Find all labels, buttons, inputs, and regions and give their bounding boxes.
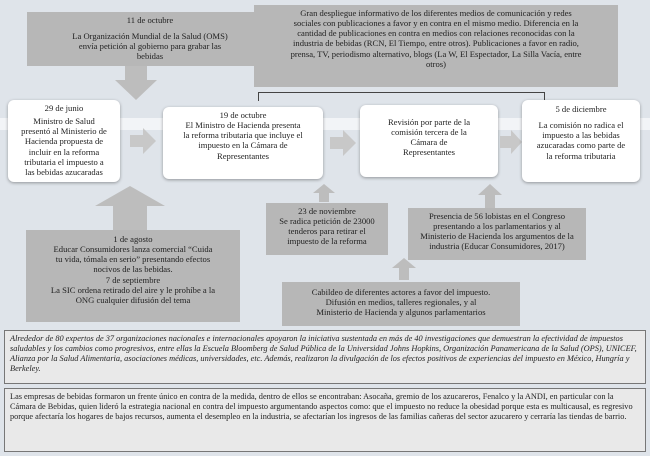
media-box: Gran despliegue informativo de los difer… [254,5,618,87]
cabildeo-line-1: Cabildeo de diferentes actores a favor d… [311,287,491,297]
arrow-up-nov23 [313,184,335,202]
aug-line-3: tu vida, tómala en serio” presentando ef… [55,254,211,265]
june-line-4: incluir en la reforma [28,146,100,157]
arrow-down-oms [115,66,157,100]
june-box: 29 de junio Ministro de Salud presentó a… [8,100,120,182]
media-line-4: industria de bebidas (RCN, El Tiempo, en… [293,38,579,49]
revision-line-2: comisión tercera de la [391,127,467,138]
oct19-line-4: Representantes [216,150,270,161]
nov23-box: 23 de noviembre Se radica petición de 23… [266,203,388,255]
nov23-line-1: Se radica petición de 23000 [279,216,375,227]
oct19-box: 19 de octubre El Ministro de Hacienda pr… [163,107,323,179]
dec5-box: 5 de diciembre La comisión no radica el … [522,100,640,182]
aug-box: 1 de agosto Educar Consumidores lanza co… [26,230,240,322]
aug-line-5: 7 de septiembre [105,274,161,285]
media-bracket [258,92,545,101]
june-line-6: las bebidas azucaradas [25,166,103,177]
arrow-up-cabildeo [392,258,416,280]
nov23-line-2: tenderos para retirar el [288,226,366,237]
cabildeo-line-2: Difusión en medios, talleres regionales,… [325,297,477,308]
cabildeo-box: Cabildeo de diferentes actores a favor d… [282,282,520,326]
oct19-date: 19 de octubre [219,110,267,120]
media-line-3: cantidad de publicaciones en contra en m… [297,28,575,39]
experts-note: Alrededor de 80 expertos de 37 organizac… [4,330,646,384]
media-line-2: sociales con publicaciones a favor y en … [293,18,579,29]
aug-line-4: nocivos de las bebidas. [93,264,173,275]
oms-line-2: envía petición al gobierno para grabar l… [78,41,222,52]
lobby-line-4: industria (Educar Consumidores, 2017) [429,241,565,252]
dec5-line-3: azucaradas como parte de [536,140,626,151]
media-line-5: prensa, TV, periodismo alternativo, blog… [290,48,582,59]
arrow-up-lobby [478,184,502,208]
oms-box: 11 de octubre La Organización Mundial de… [27,12,273,66]
arrow-right-3 [500,130,522,154]
oct19-line-1: El Ministro de Hacienda presenta [185,120,301,131]
dec5-line-2: impuesto a las bebidas [542,130,620,141]
oms-line-3: bebidas [136,51,164,62]
revision-line-3: Cámara de [410,137,448,148]
june-date: 29 de junio [44,103,84,113]
oms-line-1: La Organización Mundial de la Salud (OMS… [72,31,228,42]
nov23-date: 23 de noviembre [298,206,356,216]
dec5-date: 5 de diciembre [555,104,607,114]
nov23-line-3: impuesto de la reforma [287,236,367,247]
aug-line-6: La SIC ordena retirado del aire y le pro… [50,284,216,295]
aug-line-2: Educar Consumidores lanza comercial “Cui… [53,244,213,255]
aug-line-1: 1 de agosto [113,234,153,244]
cabildeo-line-3: Ministerio de Hacienda y algunos parlame… [316,307,486,318]
media-line-6: otros) [425,58,447,69]
revision-line-1: Revisión por parte de la [387,117,471,127]
june-line-1: Ministro de Salud [33,116,95,127]
industry-note: Las empresas de bebidas formaron un fren… [4,388,646,452]
dec5-line-4: la reforma tributaria [546,150,616,161]
lobby-line-3: Ministerio de Hacienda los argumentos de… [420,231,574,242]
arrow-right-1 [130,128,156,154]
dec5-line-1: La comisión no radica el [538,120,624,131]
oct19-line-2: la reforma tributaria que incluye el [183,130,303,141]
june-line-5: tributaria el impuesto a [24,156,104,167]
lobby-box: Presencia de 56 lobistas en el Congreso … [408,208,586,260]
oct19-line-3: impuesto en la Cámara de [198,140,288,151]
revision-line-4: Representantes [402,147,456,158]
lobby-line-2: presentando a los parlamentarios y al [433,221,561,232]
arrow-right-2 [330,130,356,156]
june-line-2: presentó al Ministerio de [21,126,107,137]
oms-date: 11 de octubre [126,15,174,25]
media-line-1: Gran despliegue informativo de los difer… [300,8,572,18]
aug-line-7: ONG cualquier difusión del tema [75,294,191,305]
june-line-3: Hacienda propuesta de [24,136,104,147]
revision-box: Revisión por parte de la comisión tercer… [360,105,498,177]
arrow-up-aug [95,186,165,230]
lobby-line-1: Presencia de 56 lobistas en el Congreso [428,211,566,221]
